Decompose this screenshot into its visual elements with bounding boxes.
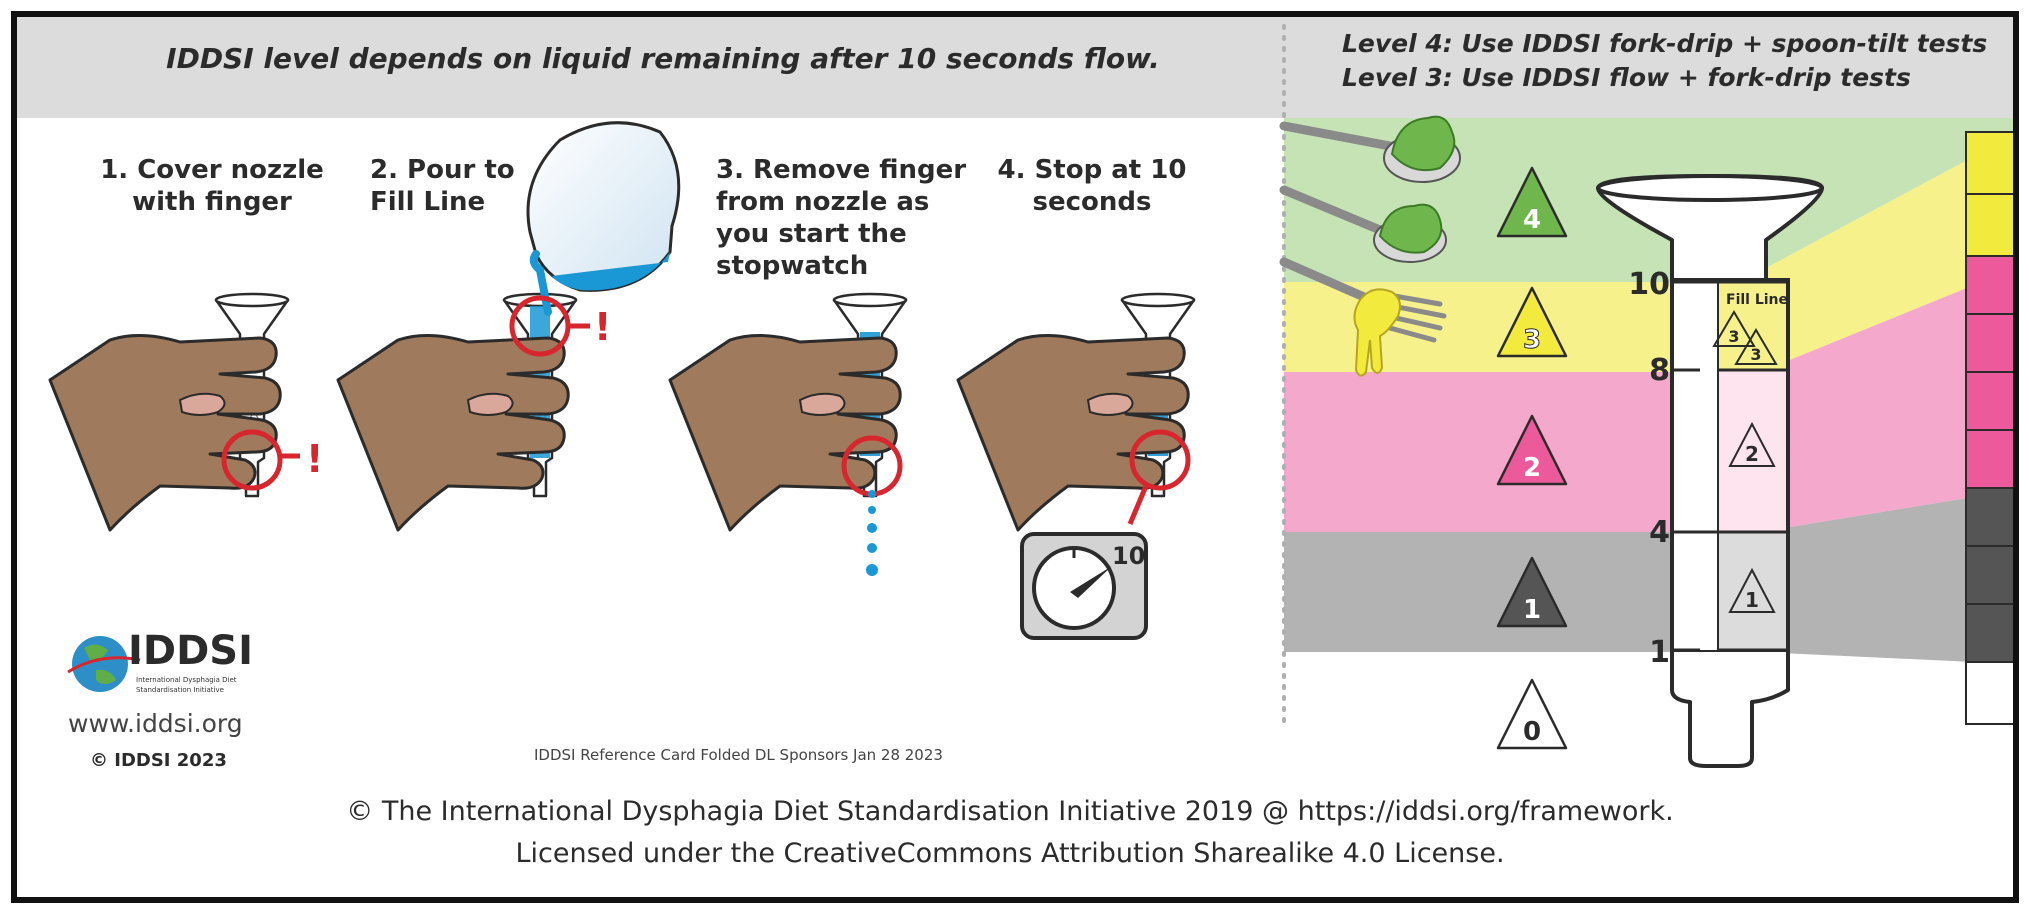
mark-1: 1 (1649, 635, 1670, 670)
level-badges: 4 3 2 1 0 (1496, 166, 1568, 750)
svg-text:1: 1 (1745, 588, 1759, 612)
level-2-badge: 2 (1496, 414, 1568, 486)
step-3-illustration (668, 292, 908, 576)
mark-10: 10 (1628, 267, 1670, 302)
level-0-label: 0 (1523, 717, 1541, 747)
right-header-line-2: Level 3: Use IDDSI flow + fork-drip test… (1342, 63, 1911, 92)
fill-line-label: Fill Line (1726, 292, 1788, 308)
step-1-title: 1. Cover nozzle with finger (100, 155, 324, 217)
level-0-badge: 0 (1496, 678, 1568, 750)
card-reference: IDDSI Reference Card Folded DL Sponsors … (534, 746, 943, 764)
level-swatches (1965, 131, 2017, 725)
svg-text:3: 3 (1728, 327, 1739, 346)
stopwatch-icon: 10 (1020, 532, 1148, 640)
svg-text:1. Cover nozzle: 1. Cover nozzle (100, 155, 324, 185)
fill-line-highlight-circle (509, 295, 571, 357)
warning-mark-1: ! (306, 437, 323, 481)
level-4-badge: 4 (1496, 166, 1568, 238)
stopwatch-value: 10 (1112, 542, 1145, 570)
step-1-illustration: ! (48, 292, 323, 532)
level-1-label: 1 (1523, 595, 1541, 625)
svg-text:3. Remove finger: 3. Remove finger (716, 155, 966, 185)
svg-text:you start the: you start the (716, 219, 907, 249)
website[interactable]: www.iddsi.org (68, 709, 243, 738)
svg-text:seconds: seconds (1033, 187, 1152, 217)
iddsi-logo: IDDSI International Dysphagia Diet Stand… (67, 628, 253, 694)
footer-line-2: Licensed under the CreativeCommons Attri… (515, 838, 1504, 869)
step-3-title: 3. Remove finger from nozzle as you star… (716, 155, 966, 281)
syringe-zone-1: 1 (1728, 567, 1776, 613)
logo-subline-2: Standardisation Initiative (136, 686, 224, 694)
logo-name: IDDSI (128, 628, 253, 674)
syringe-zone-3: 3 3 (1712, 310, 1778, 365)
spoon-middle-icon (1279, 185, 1447, 263)
right-header-line-1: Level 4: Use IDDSI fork-drip + spoon-til… (1342, 29, 1987, 58)
svg-text:with finger: with finger (132, 187, 292, 217)
level-2-label: 2 (1523, 453, 1541, 483)
svg-text:from nozzle as: from nozzle as (716, 187, 929, 217)
svg-text:Fill Line: Fill Line (370, 187, 485, 217)
step-2-illustration: ! (336, 121, 681, 532)
large-syringe: Fill Line 10 8 4 1 3 3 2 1 (1596, 174, 1824, 768)
step-2-title: 2. Pour to Fill Line (370, 155, 515, 217)
svg-text:2: 2 (1745, 442, 1759, 466)
svg-text:2. Pour to: 2. Pour to (370, 155, 515, 185)
footer-line-1: © The International Dysphagia Diet Stand… (346, 796, 1673, 827)
left-header: IDDSI level depends on liquid remaining … (166, 42, 1160, 75)
level-4-label: 4 (1523, 205, 1541, 235)
level-3-label: 3 (1523, 325, 1541, 355)
fork-icon (1279, 257, 1447, 377)
header-bar (14, 14, 2016, 118)
syringe-zone-2: 2 (1728, 421, 1776, 467)
card-border (11, 11, 2019, 903)
pouring-cup-icon (526, 121, 681, 316)
svg-text:stopwatch: stopwatch (716, 251, 868, 281)
warning-mark-2: ! (594, 305, 611, 349)
spoon-top-icon (1279, 115, 1461, 183)
svg-text:4. Stop at 10: 4. Stop at 10 (998, 155, 1187, 185)
step-4-illustration: 10 (956, 292, 1196, 640)
level-3-badge: 3 (1496, 286, 1568, 358)
level-1-badge: 1 (1496, 556, 1568, 628)
svg-text:3: 3 (1750, 345, 1761, 364)
mark-4: 4 (1649, 515, 1670, 550)
mark-8: 8 (1649, 353, 1670, 388)
copyright-short: © IDDSI 2023 (90, 750, 227, 771)
logo-subline-1: International Dysphagia Diet (136, 676, 237, 684)
step-4-title: 4. Stop at 10 seconds (998, 155, 1187, 217)
nozzle-highlight-circle (221, 429, 283, 491)
